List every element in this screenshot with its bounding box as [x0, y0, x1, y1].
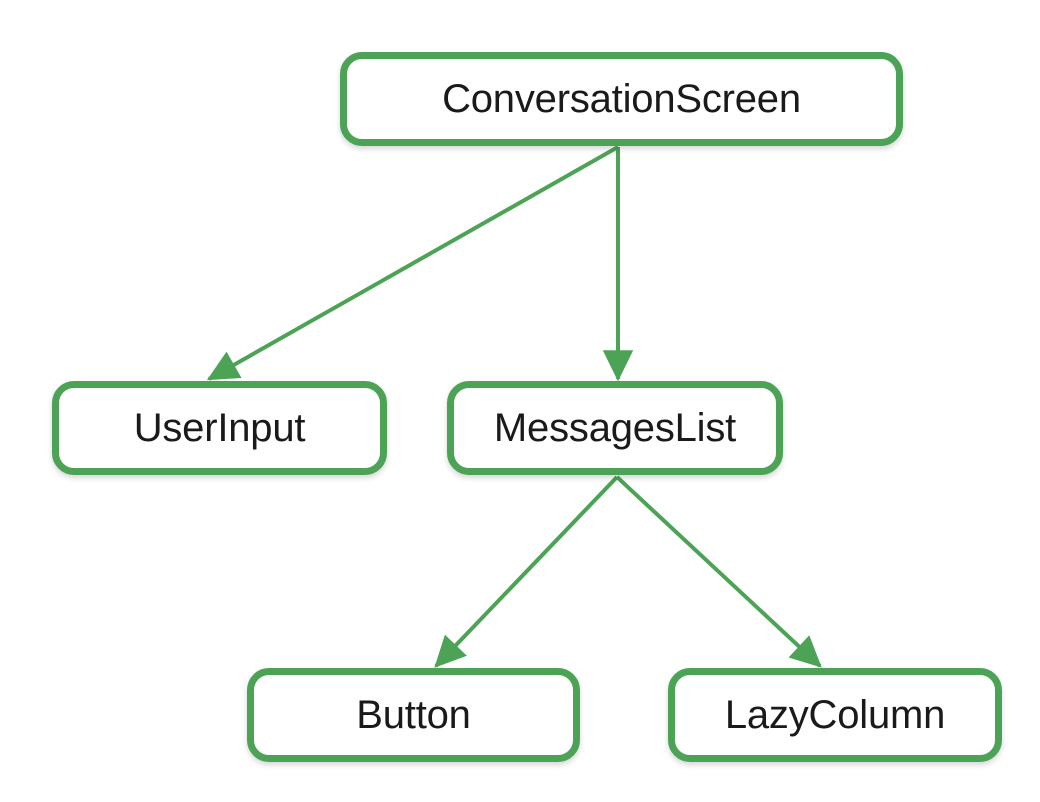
edge-conversationscreen-to-userinput: [206, 145, 619, 381]
node-label: UserInput: [133, 406, 306, 450]
node-label: ConversationScreen: [442, 77, 801, 121]
node-label: MessagesList: [493, 406, 737, 450]
edge-messageslist-to-lazycolumn: [615, 475, 822, 668]
node-label: Button: [356, 693, 471, 737]
edge-messageslist-to-button: [434, 475, 619, 668]
node-messageslist[interactable]: MessagesList: [447, 381, 783, 475]
node-conversationscreen[interactable]: ConversationScreen: [340, 52, 903, 146]
node-lazycolumn[interactable]: LazyColumn: [668, 668, 1002, 762]
node-userinput[interactable]: UserInput: [52, 381, 387, 475]
node-button[interactable]: Button: [247, 668, 580, 762]
node-label: LazyColumn: [724, 693, 946, 737]
